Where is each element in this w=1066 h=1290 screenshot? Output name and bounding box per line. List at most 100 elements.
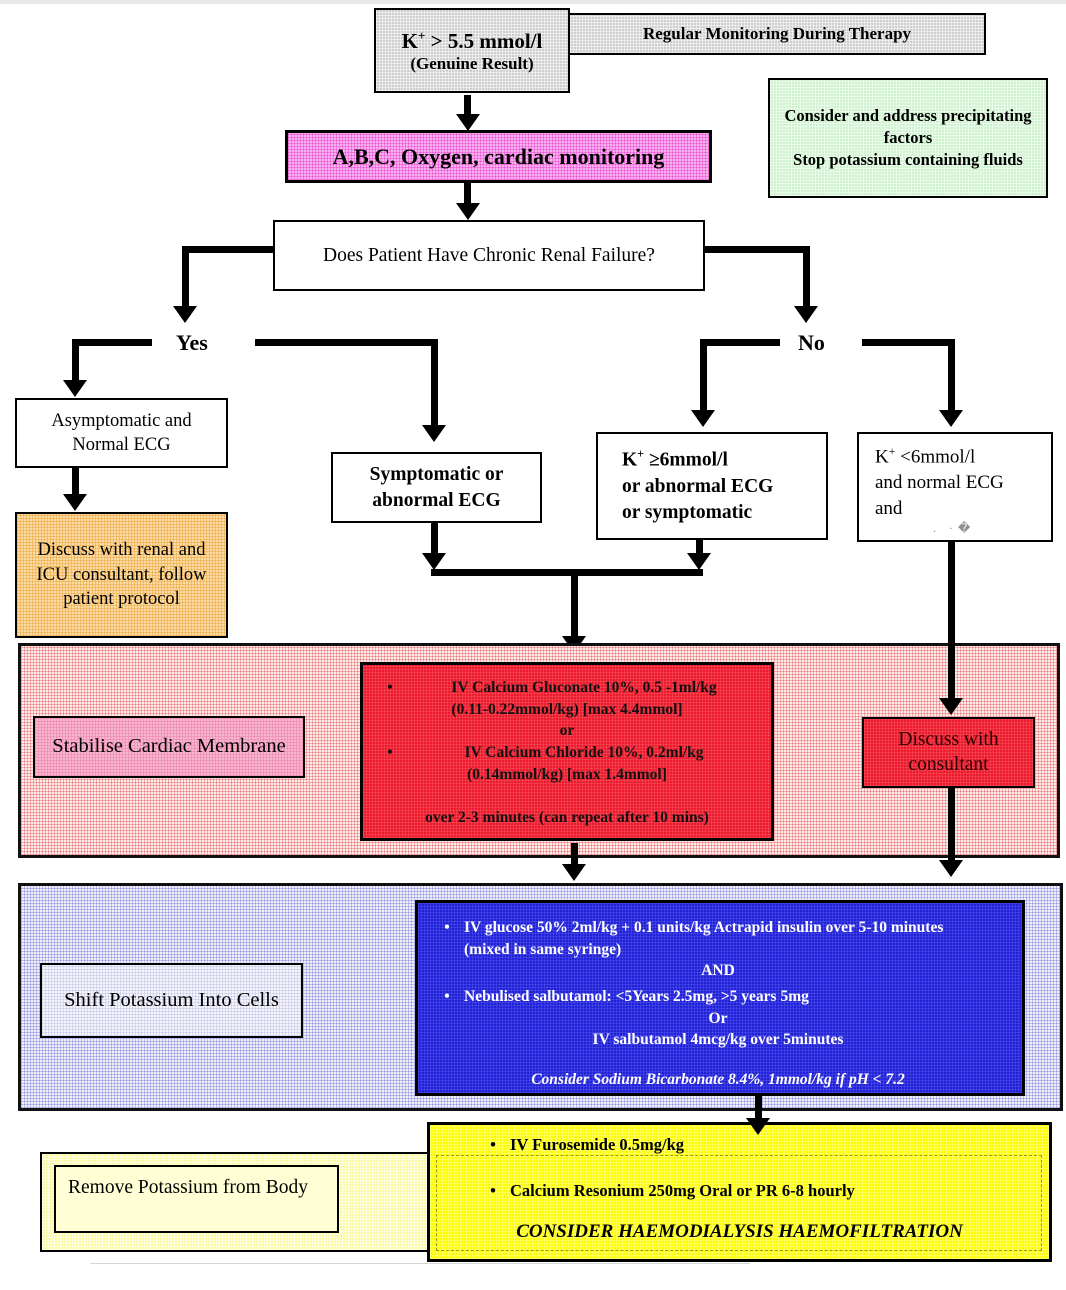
conn-yesleft-head	[63, 380, 87, 397]
conn-yes-head	[173, 306, 197, 323]
remove-label: Remove Potassium from Body	[68, 1177, 308, 1198]
bullet-icon: •	[387, 744, 393, 762]
conn-sympt-down-head	[422, 553, 446, 570]
decision-box: Does Patient Have Chronic Renal Failure?	[273, 220, 705, 291]
conn-yesright-h	[255, 339, 438, 346]
asymptomatic-box: Asymptomatic and Normal ECG	[15, 398, 228, 468]
k-symbol: K	[401, 28, 418, 53]
conn-klt6-drop-head	[939, 698, 963, 715]
page-artifact-line	[90, 1263, 750, 1264]
conn-yesleft-v	[72, 339, 79, 384]
conn-kge6-down-v	[696, 540, 703, 559]
arrow-consultant-to-blue-line	[948, 788, 955, 864]
conn-noleft-h	[700, 339, 780, 346]
conn-noright-head	[939, 410, 963, 427]
conn-yesleft-h	[72, 339, 152, 346]
calcium-or: or	[559, 722, 575, 740]
bullet-icon: •	[387, 679, 393, 696]
renal-consult-box: Discuss with renal and ICU consultant, f…	[15, 512, 228, 638]
bullet-icon: •	[444, 988, 450, 1006]
conn-no-head	[794, 306, 818, 323]
arrow-khigh-to-abc-head	[456, 114, 480, 131]
k-ge6-box: K+ ≥6mmol/l or abnormal ECG or symptomat…	[596, 432, 828, 540]
remove-band: Remove Potassium from Body	[40, 1152, 430, 1252]
arrow-red-to-blue-line	[571, 843, 578, 869]
conn-yesright-v	[431, 339, 438, 427]
conn-no-h	[705, 246, 807, 253]
bullet-icon: •	[490, 1135, 496, 1154]
calcium-footer: over 2-3 minutes (can repeat after 10 mi…	[425, 809, 709, 827]
k-ge6-line3: or symptomatic	[622, 502, 753, 524]
k-symbol: K	[875, 446, 889, 468]
precipitating-line2: Stop potassium containing fluids	[793, 149, 1023, 169]
yes-label: Yes	[176, 330, 208, 355]
conn-klt6-drop-v	[948, 542, 955, 702]
glucose-and: AND	[701, 962, 735, 980]
k-lt6-line1: K+ <6mmol/l	[875, 444, 1051, 470]
consultant-box: Discuss with consultant	[862, 717, 1035, 788]
conn-no-v	[803, 246, 810, 310]
arrow-blue-to-yellow-line	[755, 1096, 762, 1124]
k-lt6-faint-remnant: . ·�	[933, 521, 976, 536]
calcium-bullet2-text: IV Calcium Chloride 10%, 0.2ml/kg	[464, 744, 704, 762]
k-lt6-line2: and normal ECG	[875, 471, 1004, 493]
removal-bullet1-text: IV Furosemide 0.5mg/kg	[510, 1135, 685, 1154]
monitoring-box: Regular Monitoring During Therapy	[568, 13, 986, 55]
conn-merge-bar	[431, 569, 703, 576]
k-plus-sup: +	[417, 27, 426, 43]
conn-kge6-down-head	[687, 553, 711, 570]
calcium-bullet1-row: • IV Calcium Gluconate 10%, 0.5 -1ml/kg	[373, 677, 761, 699]
arrow-asym-to-consult-head	[63, 494, 87, 511]
conn-merge-drop-v	[571, 572, 578, 638]
renal-consult-label: Discuss with renal and ICU consultant, f…	[36, 539, 207, 610]
k-lt6-box: K+ <6mmol/l and normal ECG and . ·�	[857, 432, 1053, 542]
glucose-bullet1-text: IV glucose 50% 2ml/kg + 0.1 units/kg Act…	[464, 919, 944, 958]
conn-noright-v	[948, 339, 955, 412]
k-ge6-threshold: ≥6mmol/l	[644, 449, 728, 471]
shift-label: Shift Potassium Into Cells	[64, 988, 279, 1011]
removal-footer: CONSIDER HAEMODIALYSIS HAEMOFILTRATION	[516, 1221, 963, 1242]
removal-treatment-box: • IV Furosemide 0.5mg/kg • Calcium Reson…	[427, 1122, 1052, 1262]
calcium-bullet1-text: IV Calcium Gluconate 10%, 0.5 -1ml/kg	[451, 679, 717, 696]
glucose-iv-salbutamol: IV salbutamol 4mcg/kg over 5minutes	[592, 1031, 844, 1049]
k-ge6-line2: or abnormal ECG	[622, 475, 774, 497]
removal-bullet2-text: Calcium Resonium 250mg Oral or PR 6-8 ho…	[510, 1181, 855, 1200]
removal-bullet1-row: • IV Furosemide 0.5mg/kg	[476, 1135, 1049, 1155]
conn-noleft-head	[691, 410, 715, 427]
arrow-abc-to-decision-head	[456, 203, 480, 220]
conn-noleft-v	[700, 339, 707, 412]
glucose-bullet2-text: Nebulised salbutamol: <5Years 2.5mg, >5 …	[464, 988, 809, 1006]
symptomatic-box: Symptomatic or abnormal ECG	[331, 452, 542, 523]
consultant-label: Discuss with consultant	[898, 729, 999, 775]
glucose-treatment-box: • IV glucose 50% 2ml/kg + 0.1 units/kg A…	[415, 900, 1025, 1096]
glucose-or: Or	[708, 1009, 728, 1027]
k-high-line1: K+ > 5.5 mmol/l	[402, 28, 543, 54]
k-lt6-line3: and	[875, 497, 903, 519]
calcium-treatment-box: • IV Calcium Gluconate 10%, 0.5 -1ml/kg …	[360, 662, 774, 841]
conn-sympt-down-v	[431, 523, 438, 559]
k-symbol: K	[622, 449, 638, 471]
arrow-consultant-to-blue-head	[939, 860, 963, 877]
arrow-abc-to-decision-line	[464, 183, 471, 205]
k-lt6-threshold: <6mmol/l	[895, 446, 976, 468]
abc-box: A,B,C, Oxygen, cardiac monitoring	[285, 130, 712, 183]
no-label: No	[798, 330, 825, 355]
monitoring-label: Regular Monitoring During Therapy	[642, 24, 912, 43]
stabilise-title-box: Stabilise Cardiac Membrane	[33, 716, 305, 778]
k-high-threshold: > 5.5 mmol/l	[425, 28, 543, 53]
precipitating-line1: Consider and address precipitating facto…	[784, 106, 1032, 148]
calcium-bullet2-row: • IV Calcium Chloride 10%, 0.2ml/kg	[373, 742, 761, 764]
conn-yes-h	[182, 246, 277, 253]
asymptomatic-label: Asymptomatic and Normal ECG	[51, 410, 192, 455]
bullet-icon: •	[490, 1181, 496, 1200]
removal-dashed-inset	[436, 1155, 1042, 1251]
arrow-asym-to-consult-line	[72, 468, 79, 496]
calcium-bullet2-line2: (0.14mmol/kg) [max 1.4mmol]	[467, 765, 667, 783]
stabilise-label: Stabilise Cardiac Membrane	[52, 735, 286, 758]
k-high-line2: (Genuine Result)	[410, 53, 534, 73]
k-plus-sup: +	[637, 447, 645, 461]
page-edge-strip	[0, 0, 1066, 4]
bullet-icon: •	[444, 919, 450, 936]
arrow-khigh-to-abc-line	[464, 95, 471, 116]
k-plus-sup: +	[888, 445, 896, 458]
